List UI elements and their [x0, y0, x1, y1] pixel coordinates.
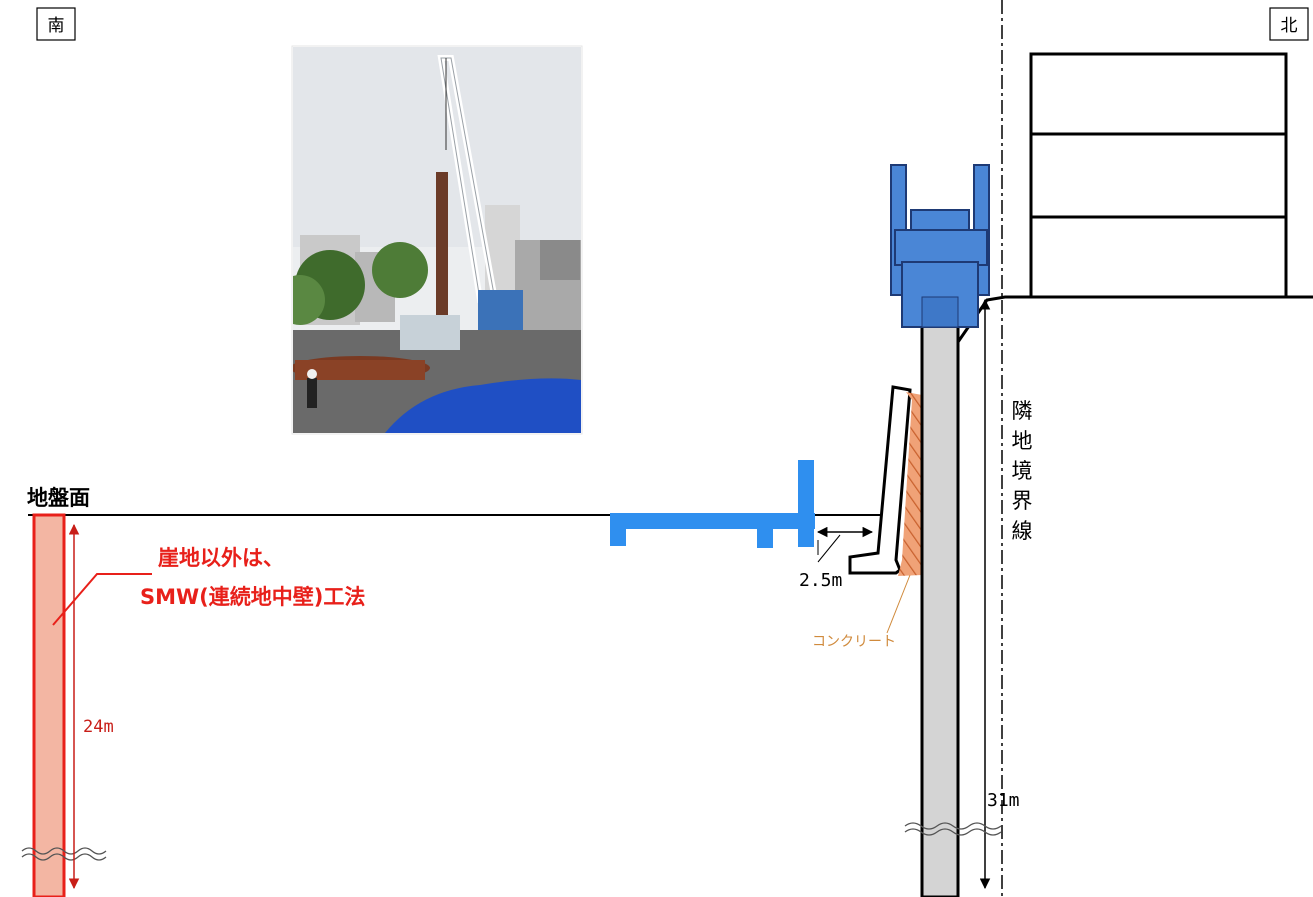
- offset-label-2-5m: 2.5m: [799, 570, 842, 591]
- concrete-fill: [898, 392, 922, 576]
- depth-label-24m: 24m: [83, 717, 114, 737]
- smw-wall: [32, 513, 66, 897]
- boundary-label-char: 地: [1012, 429, 1033, 453]
- boundary-label-vertical: 隣 地 境 界 線: [1012, 399, 1033, 543]
- south-compass-label: 南: [36, 7, 76, 41]
- south-label-text: 南: [48, 16, 65, 36]
- crane-construction-photo: [291, 45, 583, 435]
- l-retaining-wall: [848, 385, 912, 575]
- north-label-text: 北: [1281, 16, 1298, 36]
- north-compass-label: 北: [1269, 7, 1309, 41]
- boundary-label-char: 隣: [1012, 399, 1033, 423]
- smw-note-line1: 崖地以外は、: [158, 546, 284, 570]
- boundary-label-char: 境: [1012, 459, 1033, 483]
- break-line-right: [904, 822, 1002, 830]
- ground-surface-label: 地盤面: [27, 486, 90, 510]
- smw-note-line2: SMW(連続地中壁)工法: [140, 585, 365, 609]
- slope-line: [956, 295, 1313, 343]
- concrete-label: コンクリート: [812, 634, 896, 650]
- blue-excavation-structure: [610, 460, 815, 548]
- boundary-label-char: 界: [1012, 489, 1033, 513]
- note-leader-line: [52, 573, 152, 626]
- depth-label-31m: 31m: [987, 790, 1020, 811]
- pile-driving-machine: [890, 164, 990, 328]
- gray-pile: [920, 295, 960, 897]
- break-line-left: [21, 847, 107, 855]
- boundary-label-char: 線: [1012, 519, 1033, 543]
- neighbor-building: [1029, 52, 1288, 299]
